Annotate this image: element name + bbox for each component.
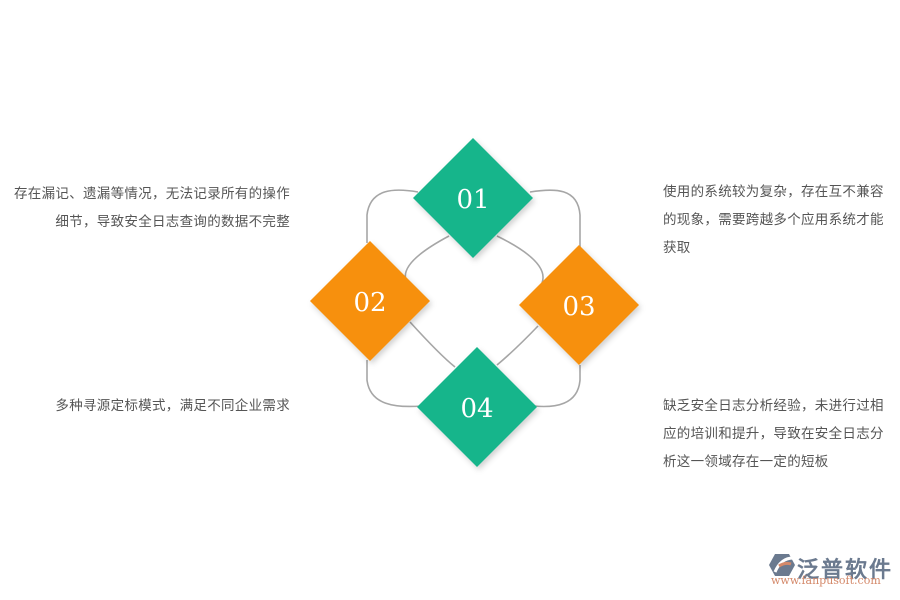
item-03-line-1: 使用的系统较为复杂，存在互不兼容: [663, 184, 884, 200]
logo-name: 泛普软件: [797, 558, 894, 583]
item-01-description: 存在漏记、遗漏等情况，无法记录所有的操作 细节，导致安全日志查询的数据不完整: [0, 180, 290, 236]
item-04-description: 缺乏安全日志分析经验，未进行过相 应的培训和提升，导致在安全日志分 析这一领域存…: [663, 392, 900, 476]
item-02-description: 多种寻源定标模式，满足不同企业需求: [0, 392, 290, 420]
logo-url: www.fanpusoft.com: [771, 574, 881, 587]
diamond-03-label: 03: [562, 292, 595, 322]
item-03-description: 使用的系统较为复杂，存在互不兼容 的现象，需要跨越多个应用系统才能 获取: [663, 178, 900, 262]
item-03-line-2: 的现象，需要跨越多个应用系统才能: [663, 212, 884, 228]
item-04-line-3: 析这一领域存在一定的短板: [663, 454, 829, 470]
item-02-line-1: 多种寻源定标模式，满足不同企业需求: [55, 398, 290, 414]
logo-mark-icon: [769, 554, 795, 576]
diamond-03: 03: [519, 245, 639, 365]
item-01-line-1: 存在漏记、遗漏等情况，无法记录所有的操作: [14, 186, 290, 202]
diamond-01: 01: [413, 138, 533, 258]
fanpusoft-logo: 泛普软件 www.fanpusoft.com: [763, 550, 893, 590]
item-04-line-2: 应的培训和提升，导致在安全日志分: [663, 426, 884, 442]
item-01-line-2: 细节，导致安全日志查询的数据不完整: [55, 214, 290, 230]
item-03-line-3: 获取: [663, 240, 691, 256]
diamond-04: 04: [417, 347, 537, 467]
diamond-02: 02: [310, 241, 430, 361]
diamond-02-label: 02: [353, 288, 386, 318]
item-04-line-1: 缺乏安全日志分析经验，未进行过相: [663, 398, 884, 414]
diamond-04-label: 04: [460, 394, 493, 424]
diamond-01-label: 01: [456, 185, 489, 215]
connector-lines: [366, 189, 581, 408]
